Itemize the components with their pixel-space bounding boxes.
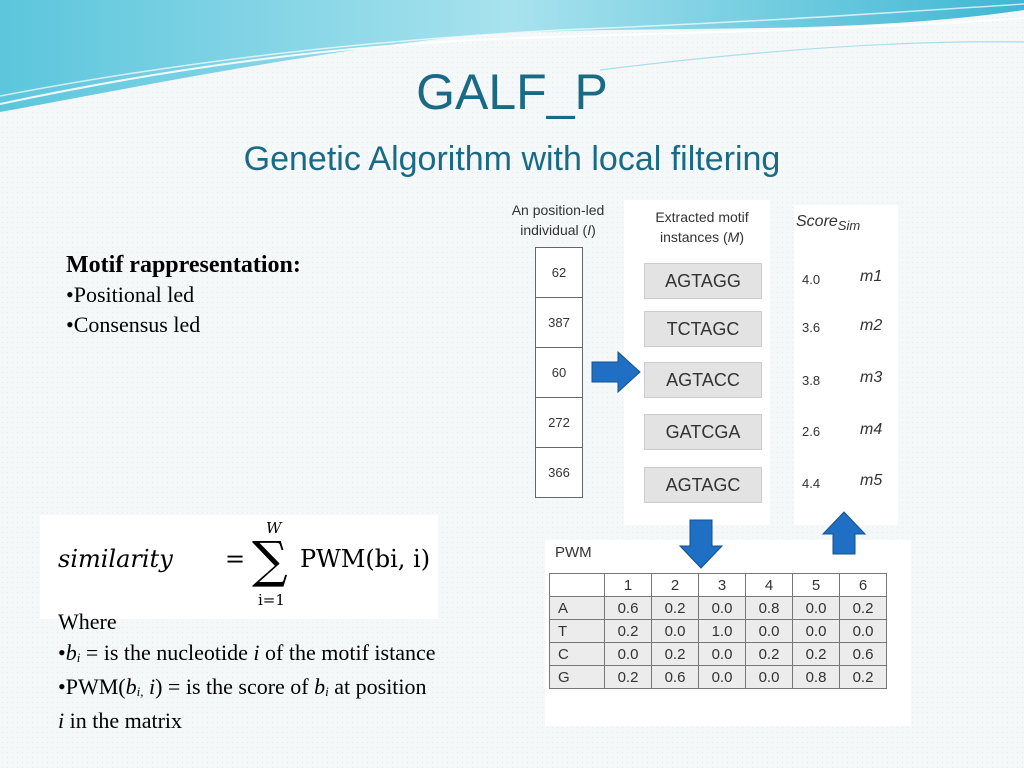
pwm-corner-cell (549, 573, 605, 597)
pwm-cell: 0.2 (604, 665, 652, 689)
formula-upper-bound: W (266, 519, 282, 537)
where-pwm-definition: •PWM(bi, i) = is the score of bi at posi… (58, 674, 427, 733)
where-bi-definition: •bi = is the nucleotide i of the motif i… (58, 640, 436, 665)
pwm-cell: 0.0 (651, 619, 699, 643)
pwm-cell: 0.0 (839, 619, 887, 643)
pwm-cell: 0.0 (698, 642, 746, 666)
pwm-cell: 0.6 (604, 596, 652, 620)
pwm-cell: 0.0 (792, 619, 840, 643)
formula-sigma: ∑ (252, 531, 288, 589)
individual-header: An position-led individual (I) (511, 202, 605, 238)
pwm-cell: 0.2 (604, 619, 652, 643)
pwm-column-header: 5 (792, 573, 840, 597)
pwm-cell: 0.0 (745, 665, 793, 689)
formula-lower-bound: i=1 (258, 591, 285, 609)
motif-label: m4 (860, 421, 883, 438)
pwm-row-c: C 0.0 0.2 0.0 0.2 0.2 0.6 (549, 642, 887, 666)
formula-lhs: similarity (58, 545, 173, 573)
pwm-row-g: G 0.2 0.6 0.0 0.0 0.8 0.2 (549, 665, 887, 689)
score-value: 3.8 (802, 373, 821, 388)
motif-representation-section: Motif rappresentation: •Positional led •… (66, 250, 301, 340)
motif-instance: GATCGA (644, 414, 762, 450)
pwm-column-header: 6 (839, 573, 887, 597)
pwm-row-label: T (549, 619, 605, 643)
motif-heading: Motif rappresentation: (66, 252, 301, 278)
slide-title: GALF_P (416, 64, 608, 120)
pwm-cell: 1.0 (698, 619, 746, 643)
pwm-cell: 0.2 (839, 665, 887, 689)
pwm-column-header: 1 (604, 573, 652, 597)
right-arrow-icon (591, 350, 641, 394)
where-label: Where (58, 609, 117, 634)
motif-instance: AGTAGC (644, 467, 762, 503)
pwm-row-label: C (549, 642, 605, 666)
individual-column: 62 387 60 272 366 (535, 247, 583, 498)
motif-instance: AGTAGG (644, 263, 762, 299)
motif-item-positional: •Positional led (66, 282, 195, 307)
pwm-cell: 0.0 (604, 642, 652, 666)
pwm-cell: 0.2 (651, 642, 699, 666)
pwm-cell: 0.2 (839, 596, 887, 620)
motif-item-consensus: •Consensus led (66, 312, 201, 337)
individual-cell: 60 (536, 348, 582, 398)
pwm-cell: 0.0 (792, 596, 840, 620)
individual-cell: 62 (536, 248, 582, 298)
pwm-column-header: 2 (651, 573, 699, 597)
down-arrow-icon (678, 519, 724, 569)
similarity-formula: similarity = W ∑ i=1 PWM(bi, i) (40, 515, 438, 619)
pwm-cell: 0.8 (745, 596, 793, 620)
pwm-table: 1 2 3 4 5 6 A 0.6 0.2 0.0 0.8 0.0 0.2 T … (549, 573, 887, 689)
up-arrow-icon (821, 511, 867, 555)
pwm-row-t: T 0.2 0.0 1.0 0.0 0.0 0.0 (549, 619, 887, 643)
pwm-column-header: 3 (698, 573, 746, 597)
formula-equals: = (225, 545, 246, 573)
individual-cell: 272 (536, 398, 582, 448)
pwm-label: PWM (555, 544, 592, 561)
pwm-row-label: A (549, 596, 605, 620)
pwm-row-a: A 0.6 0.2 0.0 0.8 0.0 0.2 (549, 596, 887, 620)
pwm-cell: 0.6 (651, 665, 699, 689)
score-value: 3.6 (802, 320, 821, 335)
pwm-header-row: 1 2 3 4 5 6 (549, 573, 887, 597)
instances-header: Extracted motif instances (M) (655, 209, 749, 245)
motif-label: m5 (860, 472, 883, 489)
motif-label: m2 (860, 317, 883, 334)
header-wave-decoration (0, 0, 1024, 112)
individual-cell: 366 (548, 465, 570, 480)
pwm-row-label: G (549, 665, 605, 689)
score-value: 2.6 (802, 424, 821, 439)
pwm-cell: 0.2 (792, 642, 840, 666)
score-value: 4.0 (802, 272, 821, 287)
motif-label: m1 (860, 268, 883, 285)
score-panel-bg (794, 205, 898, 525)
pwm-cell: 0.2 (745, 642, 793, 666)
pwm-cell: 0.0 (698, 665, 746, 689)
score-value: 4.4 (802, 476, 821, 491)
motif-label: m3 (860, 369, 883, 386)
motif-instance: TCTAGC (644, 311, 762, 347)
motif-instance: AGTACC (644, 362, 762, 398)
pwm-cell: 0.6 (839, 642, 887, 666)
pwm-cell: 0.0 (698, 596, 746, 620)
formula-rhs: PWM(bi, i) (300, 545, 431, 573)
pwm-cell: 0.8 (792, 665, 840, 689)
pwm-cell: 0.2 (651, 596, 699, 620)
pwm-column-header: 4 (745, 573, 793, 597)
score-header: ScoreSim (796, 213, 861, 234)
where-explanation: Where •bi = is the nucleotide i of the m… (58, 606, 438, 736)
slide-subtitle: Genetic Algorithm with local filtering (243, 140, 781, 178)
pwm-cell: 0.0 (745, 619, 793, 643)
individual-cell: 387 (536, 298, 582, 348)
